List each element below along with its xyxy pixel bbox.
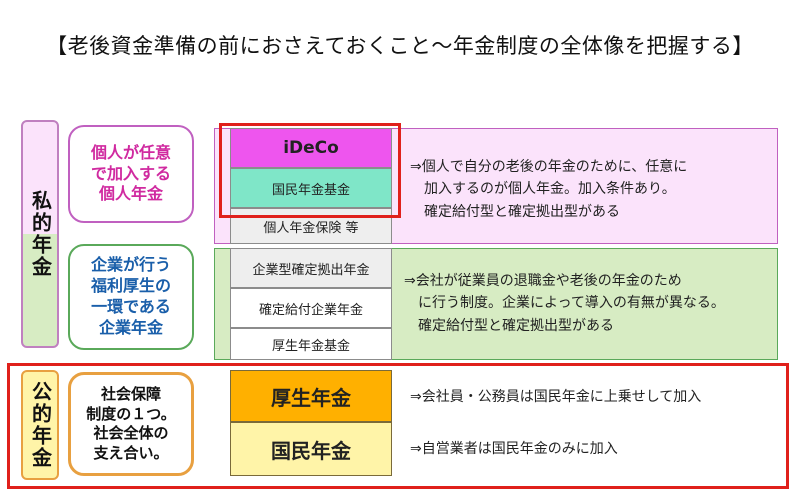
public-pension-bubble: 社会保障 制度の１つ。 社会全体の 支え合い。 bbox=[68, 372, 194, 476]
highlight-frame-individual bbox=[219, 123, 401, 218]
kokumin-nenkin-label: 国民年金 bbox=[271, 438, 351, 463]
corporate-pension-description: ⇒会社が従業員の退職金や老後の年金のため に行う制度。企業によって導入の有無が異… bbox=[404, 273, 725, 334]
kosei-nenkin-description: ⇒会社員・公務員は国民年金に上乗せして加入 bbox=[410, 389, 702, 405]
kigyo-dc-box: 企業型確定拠出年金 bbox=[230, 248, 392, 288]
kosei-nenkin-label: 厚生年金 bbox=[271, 385, 351, 410]
individual-pension-description: ⇒個人で自分の老後の年金のために、任意に 加入するのが個人年金。加入条件あり。 … bbox=[410, 159, 688, 220]
kokumin-kikin-label: 国民年金基金 bbox=[271, 182, 350, 198]
public-pension-category: 公的年金 bbox=[21, 370, 59, 480]
kosei-kikin-box: 厚生年金基金 bbox=[230, 328, 392, 360]
individual-pension-bubble: 個人が任意 で加入する 個人年金 bbox=[68, 125, 194, 223]
corporate-pension-bubble: 企業が行う 福利厚生の 一環である 企業年金 bbox=[68, 244, 194, 350]
kosei-kikin-label: 厚生年金基金 bbox=[271, 338, 350, 354]
ideco-label: iDeCo bbox=[283, 138, 339, 158]
kigyo-dc-label: 企業型確定拠出年金 bbox=[252, 262, 370, 278]
private-pension-category-label: 私的年金 bbox=[28, 190, 53, 278]
kosei-nenkin-box: 厚生年金 bbox=[230, 370, 392, 422]
kojin-hoken-box: 個人年金保険 等 bbox=[230, 208, 392, 244]
individual-pension-label: 個人が任意 で加入する 個人年金 bbox=[90, 142, 171, 204]
highlight-frame-public bbox=[7, 363, 789, 489]
kakutei-kyufu-label: 確定給付企業年金 bbox=[258, 302, 363, 318]
kokumin-kikin-box: 国民年金基金 bbox=[230, 168, 392, 208]
ideco-box: iDeCo bbox=[230, 128, 392, 168]
kokumin-nenkin-box: 国民年金 bbox=[230, 422, 392, 476]
kojin-hoken-label: 個人年金保険 等 bbox=[263, 220, 359, 236]
private-pension-category: 私的年金 bbox=[21, 120, 59, 348]
public-pension-label: 社会保障 制度の１つ。 社会全体の 支え合い。 bbox=[86, 385, 176, 462]
kokumin-nenkin-description: ⇒自営業者は国民年金のみに加入 bbox=[410, 441, 618, 457]
kakutei-kyufu-box: 確定給付企業年金 bbox=[230, 288, 392, 328]
page-title: 【老後資金準備の前におさえておくこと～年金制度の全体像を把握する】 bbox=[46, 34, 754, 58]
corporate-pension-label: 企業が行う 福利厚生の 一環である 企業年金 bbox=[90, 255, 171, 337]
public-pension-category-label: 公的年金 bbox=[28, 381, 53, 469]
